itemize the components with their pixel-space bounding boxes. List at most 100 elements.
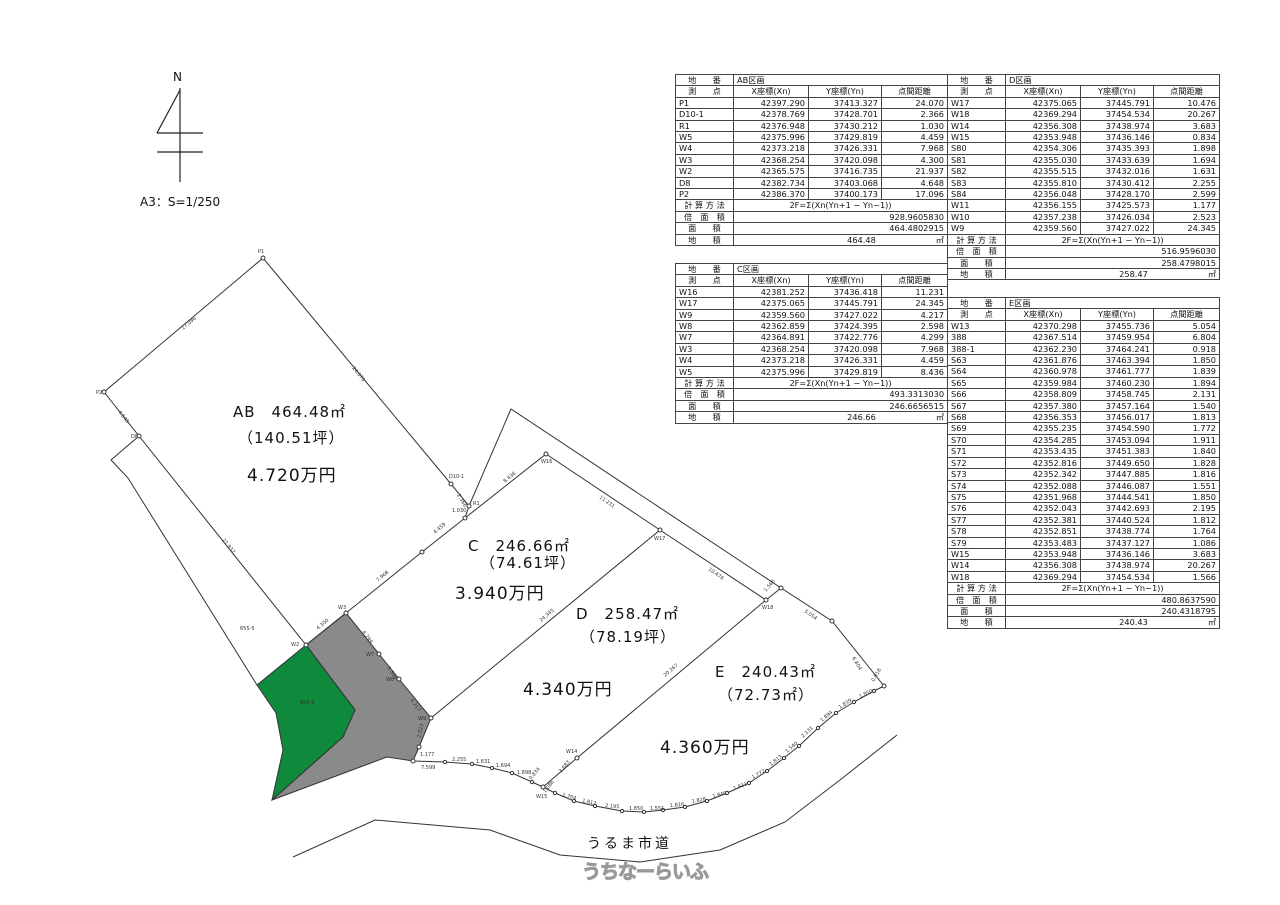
point-distance: 4.300 — [881, 153, 948, 167]
x-coordinate: 42362.230 — [1005, 342, 1081, 356]
y-coordinate: 37438.974 — [1080, 119, 1154, 133]
distance-label: 1.694 — [496, 763, 510, 769]
method-label: 計 算 方 法 — [675, 199, 734, 212]
point-name: P1 — [675, 96, 734, 110]
point-distance: 1.898 — [1152, 142, 1221, 155]
distance-label: 1.566 — [763, 578, 777, 593]
area-label: 面 積 — [947, 604, 1006, 618]
point-distance: 1.828 — [1152, 456, 1221, 470]
point-name: W4 — [675, 354, 734, 367]
y-coordinate: 37403.068 — [808, 176, 882, 190]
point-name: W3 — [675, 342, 734, 356]
point-name: S82 — [947, 165, 1006, 178]
point-label: R1 — [473, 501, 480, 507]
point-distance: 2.366 — [881, 108, 948, 121]
double-area-label: 倍 面 積 — [947, 245, 1006, 258]
x-coordinate: 42378.769 — [733, 108, 809, 121]
distance-label: 1.850 — [629, 806, 643, 812]
y-coordinate: 37420.098 — [808, 342, 882, 356]
point-name: S74 — [947, 479, 1006, 492]
y-coordinate: 37424.395 — [808, 320, 882, 333]
distance-label: 1.812 — [582, 798, 597, 807]
x-header: X座標(Xn) — [1005, 308, 1081, 321]
distance-label: 17.096 — [180, 316, 197, 332]
point-header: 測 点 — [947, 85, 1006, 98]
y-coordinate: 37426.331 — [808, 354, 882, 367]
x-coordinate: 42369.294 — [1005, 570, 1081, 584]
y-coordinate: 37430.212 — [808, 119, 882, 133]
point-distance: 2.255 — [1152, 176, 1221, 190]
parcel-ab-price: 4.720万円 — [247, 466, 337, 486]
point-name: S73 — [947, 468, 1006, 481]
distance-label: 1.911 — [733, 781, 749, 792]
north-label: N — [173, 70, 182, 84]
point-distance: 7.968 — [881, 142, 948, 155]
point-name: W9 — [947, 222, 1006, 235]
parcel-e-price: 4.360万円 — [660, 738, 750, 758]
method-label: 計 算 方 法 — [947, 233, 1006, 247]
y-coordinate: 37451.383 — [1080, 445, 1154, 458]
double-area-label: 倍 面 積 — [675, 210, 734, 224]
distance-label: 2.366 — [455, 493, 467, 508]
area-label: 面 積 — [675, 222, 734, 235]
point-distance: 6.804 — [1152, 331, 1221, 344]
point-name: W15 — [947, 131, 1006, 144]
land-area-label: 地 積 — [675, 233, 734, 247]
green-lot-655-6 — [256, 644, 356, 802]
x-coordinate: 42375.065 — [733, 297, 809, 310]
point-distance: 1.772 — [1152, 422, 1221, 435]
x-coordinate: 42358.809 — [1005, 388, 1081, 401]
y-coordinate: 37428.701 — [808, 108, 882, 121]
x-coordinate: 42381.252 — [733, 285, 809, 299]
point-header: 測 点 — [675, 85, 734, 98]
point-distance: 2.598 — [880, 320, 949, 333]
point-name: W13 — [947, 319, 1006, 333]
y-header: Y座標(Yn) — [808, 274, 882, 287]
point-distance: 1.086 — [1152, 536, 1221, 549]
lot-name: C区画 — [732, 262, 949, 276]
distance-label: 1.177 — [420, 752, 434, 758]
y-coordinate: 37427.022 — [808, 308, 882, 322]
point-distance: 24.345 — [880, 297, 949, 310]
method-formula: 2F=Σ(Xn(Yn+1 − Yn−1)) — [732, 377, 949, 390]
point-distance: 1.813 — [1152, 411, 1221, 424]
parcel-c-tsubo: （74.61坪） — [480, 554, 576, 572]
point-name: W14 — [947, 119, 1006, 133]
point-name: S77 — [947, 513, 1006, 527]
y-coordinate: 37437.127 — [1080, 536, 1154, 549]
scale-text: A3：S=1/250 — [140, 195, 221, 209]
road-label: うるま市道 — [587, 836, 672, 852]
point-distance: 4.648 — [881, 176, 948, 190]
point-distance: 1.694 — [1152, 153, 1221, 167]
y-coordinate: 37455.736 — [1080, 319, 1154, 333]
x-coordinate: 42354.285 — [1005, 433, 1081, 447]
y-coordinate: 37429.819 — [808, 365, 882, 379]
point-distance: 17.096 — [881, 188, 948, 201]
point-label: 1.030 — [452, 508, 466, 514]
point-distance: 4.459 — [880, 354, 949, 367]
point-distance: 11.231 — [880, 285, 949, 299]
y-coordinate: 37438.774 — [1080, 525, 1154, 538]
x-coordinate: 42365.575 — [733, 165, 809, 178]
y-coordinate: 37454.534 — [1080, 108, 1154, 121]
x-coordinate: 42355.030 — [1005, 153, 1081, 167]
y-coordinate: 37427.022 — [1080, 222, 1154, 235]
road-edge — [292, 734, 898, 863]
point-label: W7 — [366, 652, 374, 658]
x-coordinate: 42354.306 — [1005, 142, 1081, 155]
area-value: 258.4798015 — [1004, 256, 1221, 269]
distance-label: 10.476 — [707, 567, 725, 582]
